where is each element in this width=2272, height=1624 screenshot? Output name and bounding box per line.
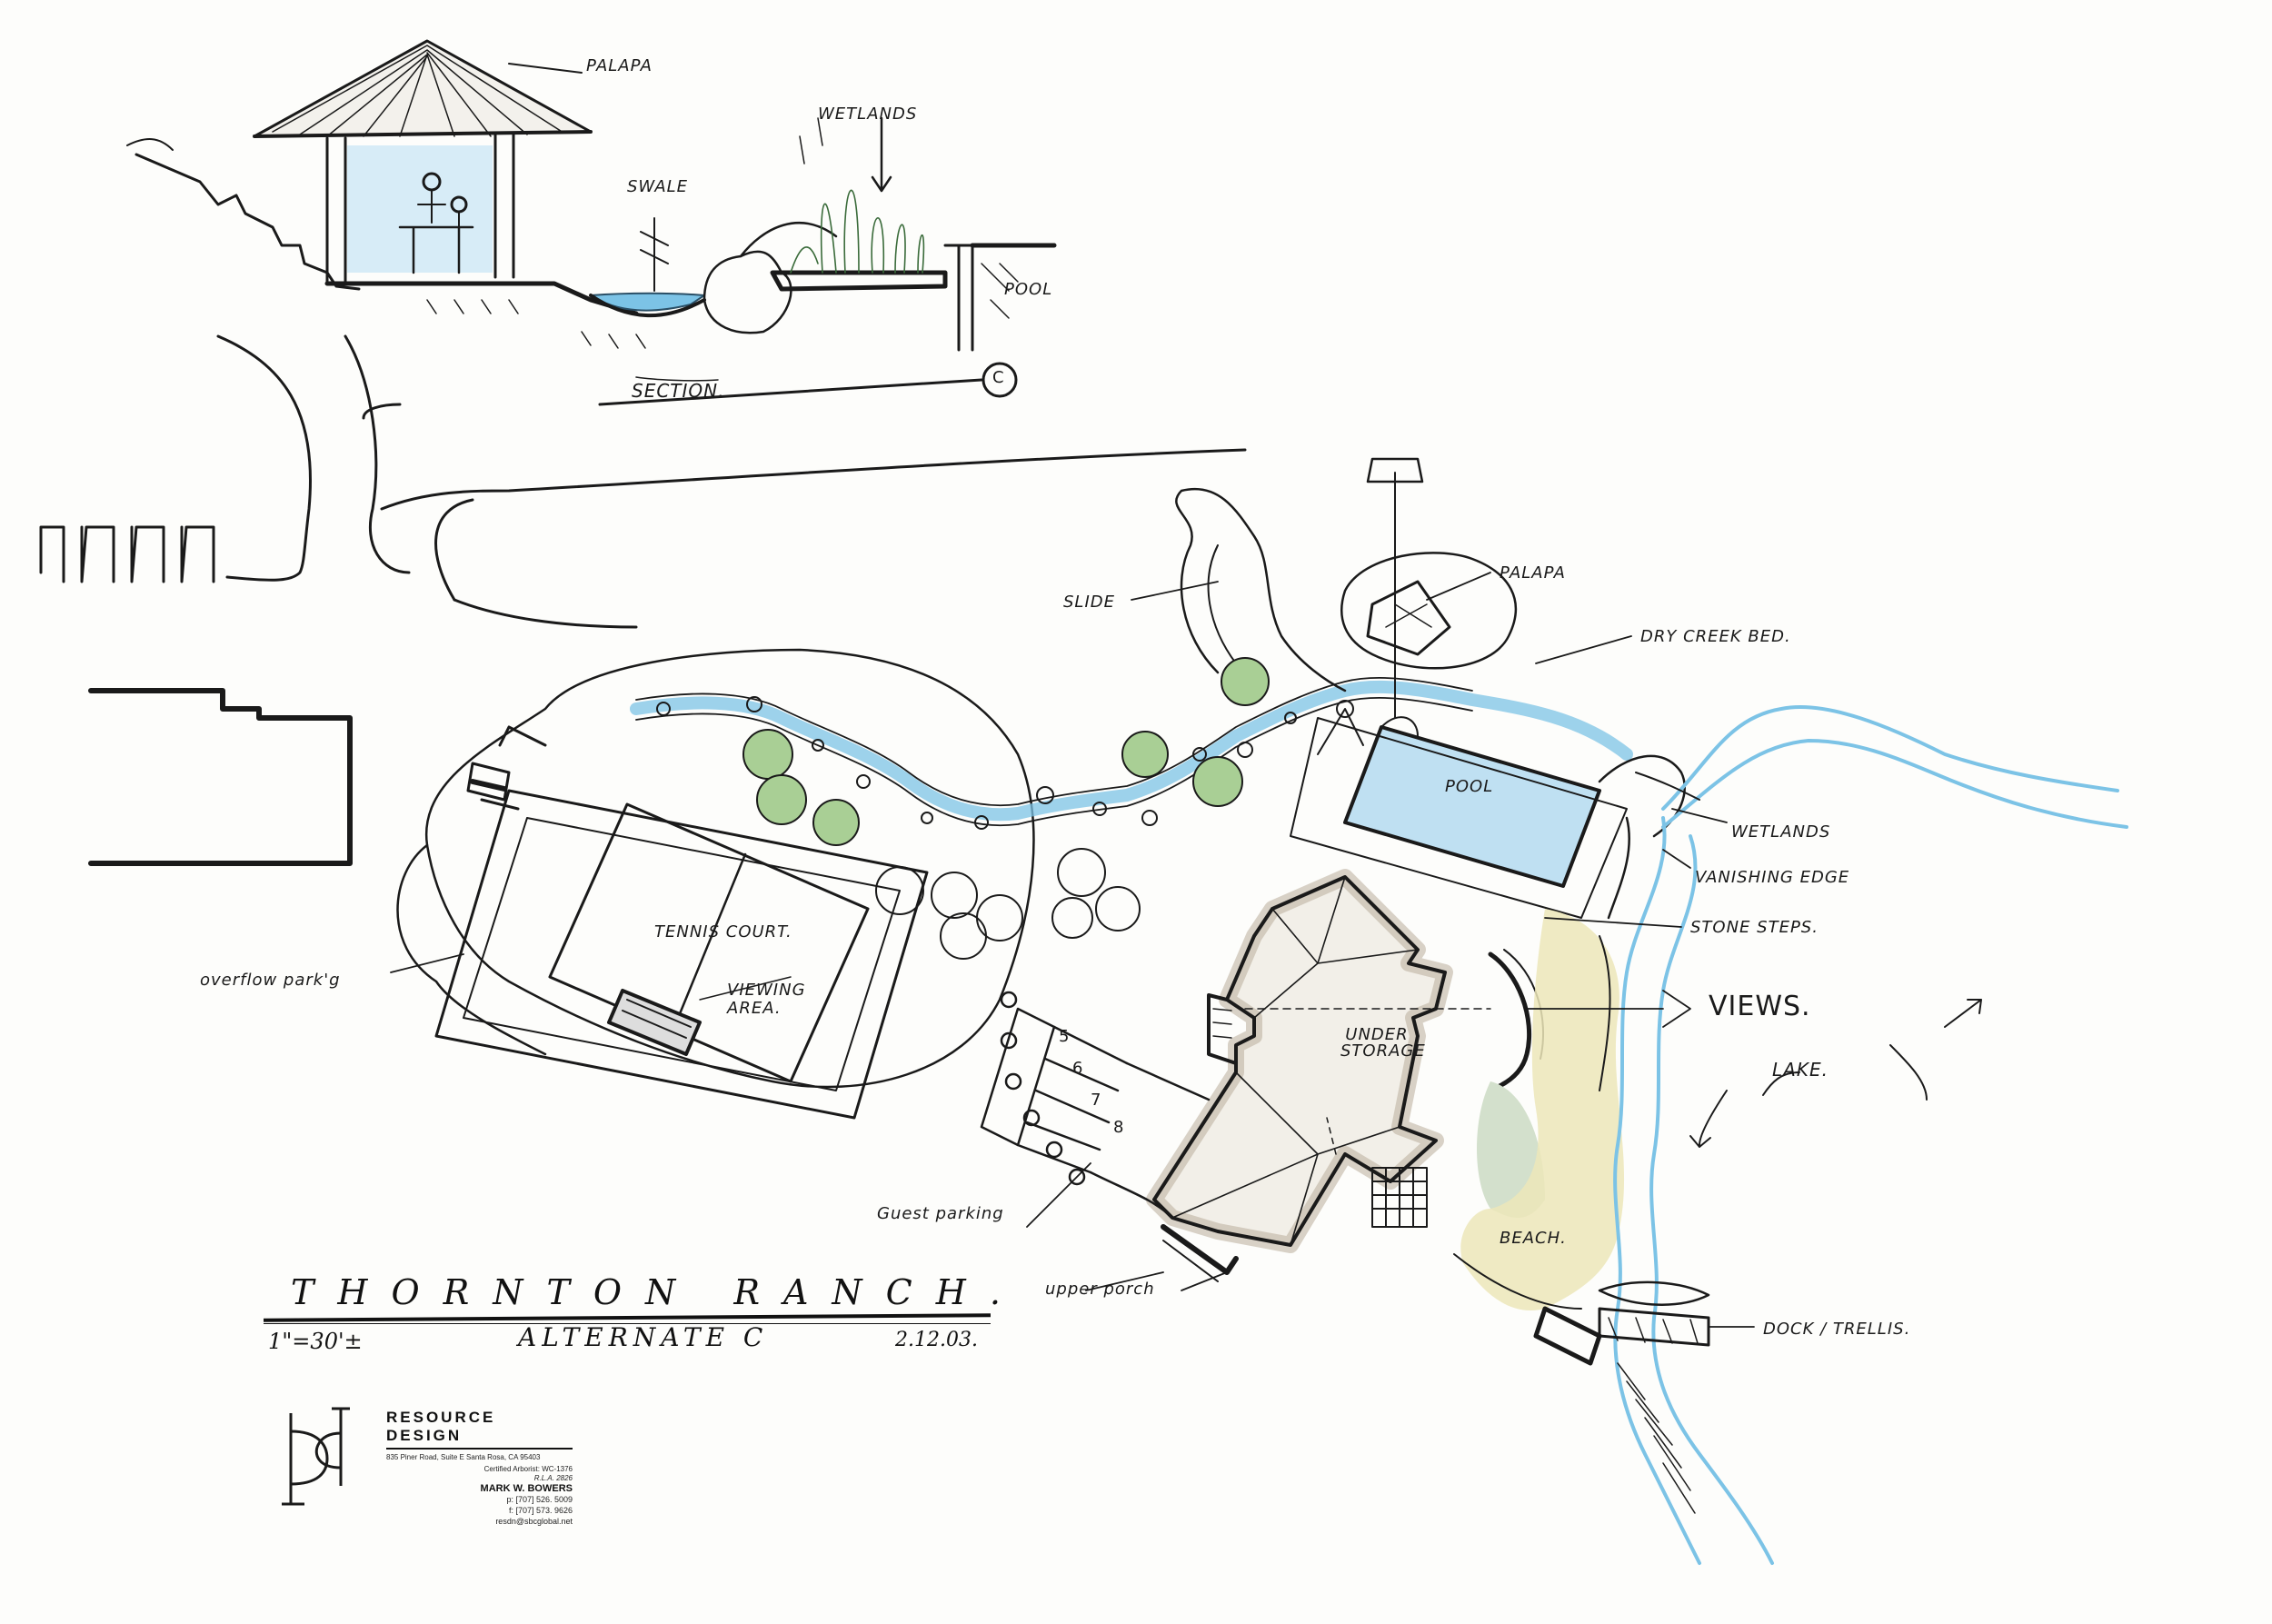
drawing-alternate: ALTERNATE C [518,1322,769,1352]
drawing-date: 2.12.03. [895,1329,978,1351]
stall-number-5: 5 [1059,1027,1071,1046]
resource-design-logo [282,1407,350,1506]
firm-name: RESOURCE DESIGN [386,1409,573,1450]
section-marker-c: C [992,368,1005,387]
phone-number: p: [707] 526. 5009 [506,1495,573,1504]
label-stone-steps: STONE STEPS. [1690,918,1819,937]
trees [742,657,1270,960]
label-pool-plan: POOL [1445,777,1494,796]
pool [1343,725,1601,888]
firm-block: RESOURCE DESIGN 835 Piner Road, Suite E … [386,1409,573,1482]
principal-name: MARK W. BOWERS [480,1483,573,1494]
access-roads [216,334,1247,629]
lake-shoreline [1613,705,2128,1565]
label-palapa-section: PALAPA [586,56,653,75]
tennis-court-area [396,648,1035,1120]
label-overflow-parking: overflow park'g [200,971,341,990]
slide-path [1175,487,1347,692]
title-underline-thin [264,1323,991,1324]
label-views: VIEWS. [1709,991,1811,1022]
email-address[interactable]: resdn@sbcglobal.net [495,1517,573,1526]
label-guest-parking: Guest parking [877,1204,1004,1223]
leader-lines [390,572,1755,1328]
dock-trellis [1533,1280,1710,1366]
label-upper-porch: upper porch [1045,1280,1155,1299]
lake-arrow-up [1889,999,1982,1101]
label-viewing-area: VIEWING AREA. [727,981,806,1018]
label-wetlands-section: WETLANDS [818,105,918,124]
stall-number-7: 7 [1091,1091,1102,1110]
label-slide: SLIDE [1063,593,1115,612]
stall-number-6: 6 [1072,1059,1084,1078]
label-dry-creek-bed: DRY CREEK BED. [1640,627,1791,646]
contact-block: MARK W. BOWERS p: [707] 526. 5009 f: [70… [454,1483,573,1527]
viewing-area [607,989,702,1056]
label-lake: LAKE. [1772,1059,1829,1081]
palapa-section-roof [253,39,593,138]
label-tennis-court: TENNIS COURT. [654,922,792,942]
label-vanishing-edge: VANISHING EDGE [1695,868,1850,887]
tennis-court [548,802,870,1083]
stone-steps [1488,951,1532,1089]
palapa-plan [1340,457,1518,719]
label-swale: SWALE [627,177,689,196]
label-beach: BEACH. [1500,1229,1567,1248]
dry-creek-bed [630,680,1633,822]
label-under-storage: UNDER STORAGE [1340,1025,1426,1061]
label-wetlands-plan: WETLANDS [1731,822,1831,842]
guest-parking [980,991,1211,1220]
existing-building [88,688,353,866]
house-footprint [1146,869,1491,1282]
label-dock-trellis: DOCK / TRELLIS. [1763,1320,1911,1339]
firm-certification: Certified Arborist: WC-1376 [483,1465,573,1473]
parking-stalls-left [39,525,215,583]
label-section: SECTION. [632,380,725,402]
firm-license: R.L.A. 2826 [533,1474,573,1482]
firm-address: 835 Piner Road, Suite E Santa Rosa, CA 9… [386,1453,541,1461]
drawing-title: THORNTON RANCH. [291,1272,1024,1312]
drawing-scale: 1"=30'± [268,1329,363,1354]
trellis-grid [1371,1167,1428,1228]
lake-arrow-down [1689,1090,1728,1148]
overflow-parking [466,725,547,811]
section-c-detail [126,39,1057,406]
boat [1598,1280,1710,1306]
stall-number-8: 8 [1113,1118,1125,1137]
label-palapa-plan: PALAPA [1500,563,1566,583]
fax-number: f: [707] 573. 9626 [508,1506,573,1515]
label-pool-section: POOL [1004,280,1053,299]
